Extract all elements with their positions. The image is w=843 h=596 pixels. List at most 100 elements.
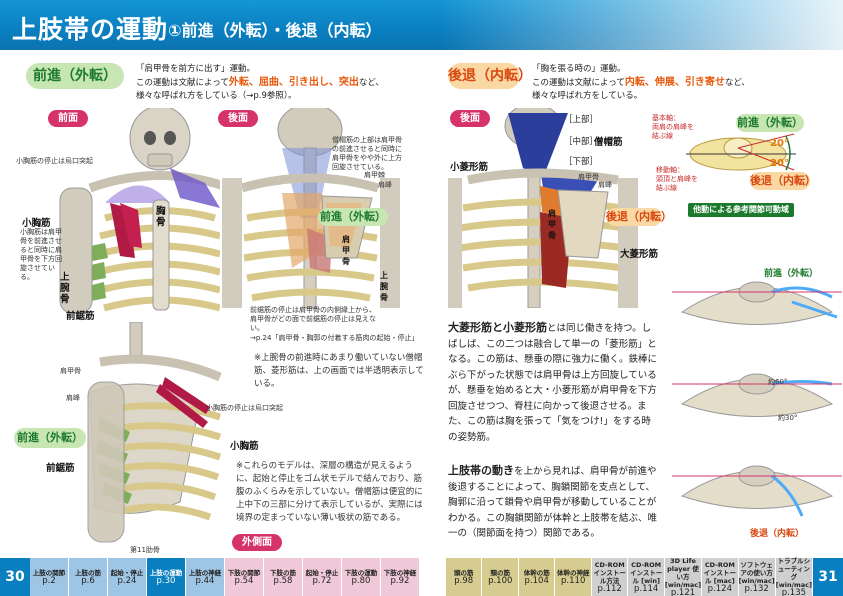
label-upper-arm-back: 上腕骨 — [380, 271, 388, 302]
axis-base-line3: 結ぶ線 — [652, 132, 673, 140]
forward-desc-post: など、 — [358, 78, 384, 88]
footer-tab-page: p.110 — [561, 576, 586, 586]
top-view-forward — [672, 281, 842, 325]
label-trap-upper: ［上部］ — [564, 115, 599, 125]
axis-move-line2: 頭頂と肩峰を — [656, 175, 698, 183]
label-trap-lower: ［下部］ — [564, 157, 599, 167]
angle-value-2: 20° — [770, 158, 789, 169]
footer-tab-title: 起始・停止 — [110, 569, 144, 577]
backward-pill: 後退（内転） — [606, 208, 672, 226]
page-subtitle: ①前進（外転）・後退（内転） — [168, 21, 382, 40]
label-sternum: 胸骨 — [156, 206, 166, 228]
axis-base-line2: 両肩の肩峰を — [652, 123, 694, 131]
top-angle-30: 約30° — [778, 414, 798, 422]
forward-back-pill: 前進（外転） — [318, 208, 388, 226]
footer-tab-page: p.135 — [781, 588, 807, 596]
footer-tab-page: p.121 — [670, 588, 696, 596]
footer-tab-title: 下肢の関節 — [227, 569, 261, 577]
note-model: ※これらのモデルは、深層の構造が見えるように、起始と停止をゴム状モデルで結んでお… — [236, 461, 423, 523]
label-acromion-spine: 肩甲棘 — [364, 171, 385, 179]
label-scapula: 肩甲骨 — [342, 235, 350, 266]
label-serratus: 前鋸筋 — [66, 311, 95, 322]
note-ref: →p.24「肩甲骨・胸郭の付着する筋肉の起始・停止」 — [250, 334, 419, 342]
forward-description: 「肩甲骨を前方に出す」運動。 この運動は文献によって外転、屈曲、引き出し、突出な… — [136, 63, 436, 103]
label-rhomboid-minor: 小菱形筋 — [450, 162, 489, 173]
footer-tab-title: 頭の筋 — [453, 569, 474, 577]
footer-tab-title: 上肢の筋 — [75, 569, 101, 577]
backward-desc-line3: 様々な呼ばれ方をしている。 — [532, 91, 643, 101]
label-pec-minor-side: 小胸筋 — [230, 441, 259, 452]
label-trapezius: 僧帽筋 — [594, 137, 623, 148]
rom-reference-badge: 他動による参考関節可動域 — [688, 203, 794, 217]
footer-tab-page: p.100 — [488, 576, 513, 586]
view-side-badge: 外側面 — [232, 534, 282, 551]
body-p1-heading: 大菱形筋と小菱形筋 — [448, 321, 547, 334]
note-pec-minor: 小胸筋は肩甲骨を前進させると同時に肩甲骨を下方回旋させている。 — [20, 228, 62, 281]
footer-tab[interactable]: トラブルシューティング [win/mac]p.135 — [775, 557, 813, 596]
backward-desc-post: など、 — [724, 78, 750, 88]
label-coracoid: 小胸筋の停止は烏口突起 — [16, 157, 93, 165]
forward-desc-line3: 様々な呼ばれ方をしている（→p.9参照）。 — [136, 91, 297, 101]
backward-desc-terms: 内転、伸展、引き寄せ — [624, 77, 725, 88]
footer-tab-page: p.112 — [597, 584, 622, 594]
angle-forward-label: 前進（外転） — [736, 114, 804, 132]
footer-tab-title: CD-ROM インストール [win] — [629, 561, 663, 585]
backward-desc-line2: この運動は文献によって内転、伸展、引き寄せなど、 — [532, 76, 832, 90]
top-angle-60: 約60° — [768, 378, 788, 386]
footer-tab-page: p.124 — [707, 584, 732, 594]
footer-tab-page: p.72 — [312, 576, 332, 586]
forward-desc-pre: この運動は文献によって — [136, 78, 229, 88]
axis-base-label: 基本軸：両肩の肩峰を結ぶ線 — [652, 114, 694, 141]
footer-tab-title: CD-ROM インストール [mac] — [703, 561, 737, 585]
forward-side-pill: 前進（外転） — [14, 428, 86, 448]
footer-tab[interactable]: CD-ROM インストール [win]p.114 — [628, 558, 665, 596]
top-view-illustrations — [672, 281, 842, 517]
axis-move-label: 移動軸：頭頂と肩峰を結ぶ線 — [656, 166, 698, 193]
body-p2-text: を上から見れば、肩甲骨が前進や後退することによって、胸鎖関節を支点として、胸郭に… — [448, 466, 658, 539]
note-serratus-main: ※上腕骨の前進時にあまり働いていない僧帽筋、菱形筋は、上の画面では半透明表示して… — [254, 353, 424, 389]
view-front-badge: 前面 — [48, 110, 88, 127]
footer-tab-page: p.6 — [81, 576, 95, 586]
angle-back-label: 後退（内転） — [750, 172, 816, 190]
label-upper-arm: 上腕骨 — [60, 272, 70, 305]
label-scap-spine-right: 肩甲骨 — [578, 173, 599, 181]
note-insertion: 前鋸筋の停止は肩甲骨の内側縁上から、肩甲骨がどの面で前鋸筋の停止は見えない。 — [250, 306, 376, 332]
footer-tab-title: 上肢の運動 — [149, 569, 183, 577]
label-scapula-right: 肩甲骨 — [548, 209, 556, 240]
page-number-right: 31 — [813, 558, 843, 596]
footer-tab-title: 3D Life player 使い方 [win/mac] — [664, 557, 702, 589]
footer-tab-title: 体幹の神経 — [556, 569, 590, 577]
page-title: 上肢帯の運動 — [12, 15, 169, 44]
footer-tab[interactable]: CD-ROM インストール [mac]p.124 — [702, 558, 739, 596]
view-back-badge: 後面 — [218, 110, 258, 127]
backward-heading: 後退（内転） — [448, 63, 532, 89]
footer-tab-page: p.80 — [351, 576, 371, 586]
footer-tab[interactable]: ソフトウェアの使い方 [win/mac]p.132 — [738, 558, 776, 596]
footer-tab-title: 下肢の神経 — [383, 569, 417, 577]
label-pec-minor: 小胸筋 — [22, 218, 51, 229]
footer-tab-title: 頸の筋 — [490, 569, 510, 577]
footer-tab[interactable]: 3D Life player 使い方 [win/mac]p.121 — [664, 557, 703, 596]
body-paragraph-rhomboid: 大菱形筋と小菱形筋とは同じ働きを持つ。しばしば、この二つは融合して単一の「菱形筋… — [448, 320, 660, 445]
backward-desc-pre: この運動は文献によって — [532, 78, 625, 88]
label-rhomboid-major: 大菱形筋 — [620, 249, 659, 260]
header-gradient — [440, 0, 843, 50]
axis-move-title: 移動軸： — [656, 166, 684, 174]
footer-tab-page: p.98 — [454, 576, 474, 586]
